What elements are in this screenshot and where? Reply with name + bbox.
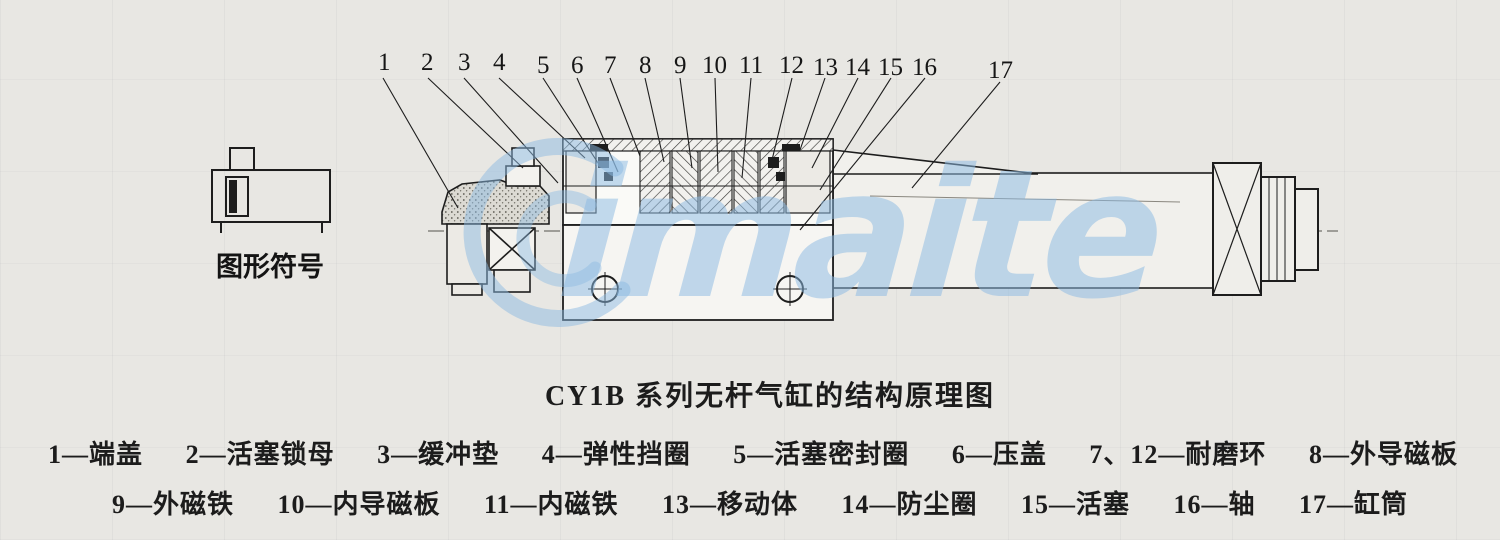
symbol-port bbox=[229, 147, 255, 171]
legend-item: 15—活塞 bbox=[1020, 490, 1130, 519]
symbol-piston-fill bbox=[229, 180, 237, 213]
callout-3: 3 bbox=[458, 49, 471, 76]
callout-8: 8 bbox=[639, 52, 652, 79]
callout-13: 13 bbox=[813, 54, 838, 81]
seal-ring bbox=[776, 172, 785, 181]
legend-item: 11—内磁铁 bbox=[483, 490, 619, 519]
legend-item: 17—缸筒 bbox=[1298, 490, 1408, 519]
callout-16: 16 bbox=[912, 54, 937, 81]
mounting-block bbox=[562, 224, 834, 321]
end-nipple bbox=[1294, 188, 1319, 271]
seal-ring bbox=[604, 172, 613, 181]
gland-right bbox=[785, 150, 831, 214]
callout-9: 9 bbox=[674, 52, 687, 79]
seal-ring bbox=[598, 157, 609, 168]
barrel-outline bbox=[832, 172, 1214, 289]
graphic-symbol bbox=[211, 147, 331, 233]
lock-nut-top bbox=[511, 147, 535, 167]
legend-row-1: 1—端盖 2—活塞锁母 3—缓冲垫 4—弹性挡圈 5—活塞密封圈 6—压盖 7、… bbox=[0, 434, 1500, 471]
callout-11: 11 bbox=[739, 52, 763, 79]
callout-2: 2 bbox=[421, 49, 434, 76]
legend-item: 8—外导磁板 bbox=[1308, 440, 1458, 469]
callout-numbers: 1 2 3 4 5 6 7 8 9 10 11 12 13 14 15 16 1… bbox=[378, 49, 1013, 84]
callout-14: 14 bbox=[845, 54, 871, 81]
wear-ring-left bbox=[590, 144, 608, 151]
callout-6: 6 bbox=[571, 52, 584, 79]
legend-item: 16—轴 bbox=[1173, 490, 1256, 519]
callout-17: 17 bbox=[988, 57, 1013, 84]
callout-5: 5 bbox=[537, 52, 550, 79]
magnet-block bbox=[733, 150, 759, 214]
piston-lock-nut bbox=[505, 165, 541, 187]
symbol-piston-outline bbox=[225, 176, 249, 217]
end-bushing bbox=[1260, 176, 1296, 282]
port-fitting bbox=[446, 223, 488, 285]
legend-item: 5—活塞密封圈 bbox=[733, 440, 910, 469]
callout-7: 7 bbox=[604, 52, 617, 79]
barrel-taper bbox=[832, 149, 1039, 175]
legend-item: 1—端盖 bbox=[48, 440, 144, 469]
port-fitting-tip bbox=[451, 283, 483, 296]
callout-15: 15 bbox=[878, 54, 903, 81]
gland-left bbox=[565, 150, 597, 214]
callout-1: 1 bbox=[378, 49, 391, 76]
mounting-block-outline bbox=[562, 224, 834, 321]
callout-12: 12 bbox=[779, 52, 804, 79]
legend-item: 9—外磁铁 bbox=[112, 490, 235, 519]
cylinder-barrel bbox=[832, 149, 1214, 289]
magnet-block bbox=[639, 150, 671, 214]
callout-10: 10 bbox=[702, 52, 727, 79]
figure-title: CY1B 系列无杆气缸的结构原理图 bbox=[544, 381, 996, 412]
legend-item: 2—活塞锁母 bbox=[185, 440, 335, 469]
seal-ring bbox=[768, 157, 779, 168]
callout-4: 4 bbox=[493, 49, 506, 76]
magnet-block bbox=[671, 150, 699, 214]
legend-item: 6—压盖 bbox=[951, 440, 1047, 469]
legend-item: 14—防尘圈 bbox=[841, 490, 978, 519]
legend-item: 10—内导磁板 bbox=[277, 490, 441, 519]
moving-body-assembly bbox=[562, 138, 834, 226]
wear-ring-right bbox=[782, 144, 800, 151]
symbol-body bbox=[211, 169, 331, 223]
right-end-fitting bbox=[1212, 162, 1319, 296]
valve-box-base bbox=[493, 269, 531, 293]
legend-row-2: 9—外磁铁 10—内导磁板 11—内磁铁 13—移动体 14—防尘圈 15—活塞… bbox=[0, 484, 1500, 521]
legend-item: 4—弹性挡圈 bbox=[541, 440, 691, 469]
legend-item: 3—缓冲垫 bbox=[377, 440, 500, 469]
legend-item: 13—移动体 bbox=[662, 490, 799, 519]
left-end-cap bbox=[441, 147, 550, 296]
symbol-label: 图形符号 bbox=[216, 251, 324, 282]
legend-item: 7、12—耐磨环 bbox=[1089, 440, 1267, 469]
magnet-block bbox=[699, 150, 733, 214]
